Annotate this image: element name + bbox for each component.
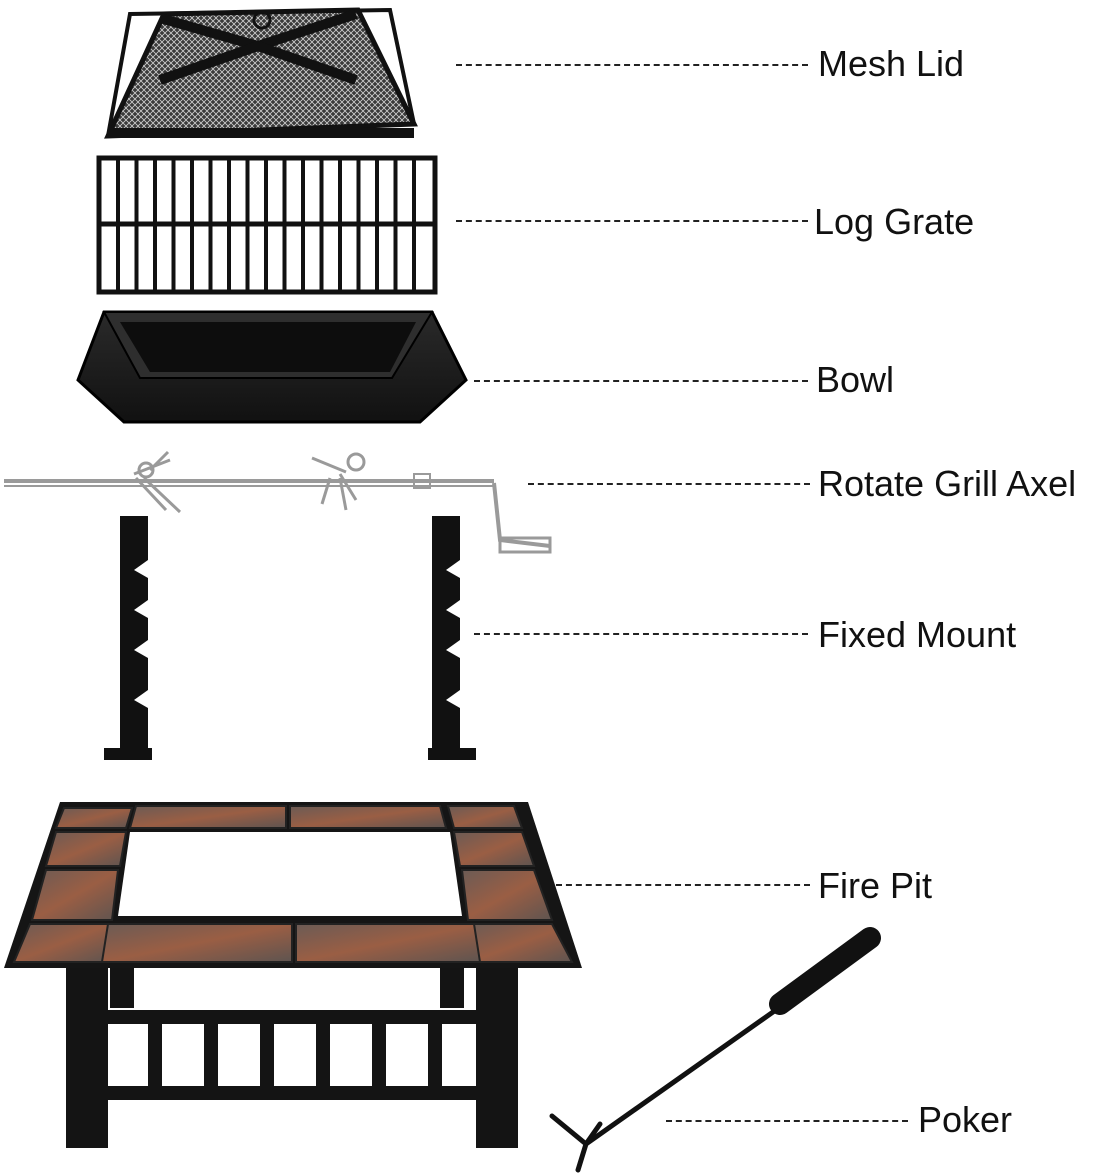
- rail-bar: [428, 1024, 442, 1086]
- rail-bar: [260, 1024, 274, 1086]
- label-mesh-lid: Mesh Lid: [818, 43, 965, 84]
- leader-fire-pit: [556, 884, 810, 886]
- leader-log-grate: [456, 220, 808, 222]
- rail-bar: [316, 1024, 330, 1086]
- label-fixed-mount: Fixed Mount: [818, 614, 1017, 655]
- label-poker: Poker: [918, 1099, 1013, 1140]
- leader-poker: [666, 1120, 908, 1122]
- mesh-lid: [104, 7, 418, 139]
- bowl: [76, 310, 468, 424]
- fire-pit: [4, 802, 582, 1148]
- leader-mesh-lid: [456, 64, 808, 66]
- rail-bar: [148, 1024, 162, 1086]
- rail-bar: [372, 1024, 386, 1086]
- label-bowl: Bowl: [816, 359, 895, 400]
- leader-bowl: [474, 380, 808, 382]
- label-log-grate: Log Grate: [814, 201, 975, 242]
- log-grate: [96, 155, 438, 295]
- rotate-grill-axel: [4, 450, 552, 554]
- fixed-mount: [104, 516, 476, 760]
- rail-bar: [204, 1024, 218, 1086]
- label-fire-pit: Fire Pit: [818, 865, 933, 906]
- label-rotate-grill-axel: Rotate Grill Axel: [818, 463, 1077, 504]
- leader-rotate-grill-axel: [528, 483, 810, 485]
- poker: [549, 927, 881, 1173]
- leader-fixed-mount: [474, 633, 808, 635]
